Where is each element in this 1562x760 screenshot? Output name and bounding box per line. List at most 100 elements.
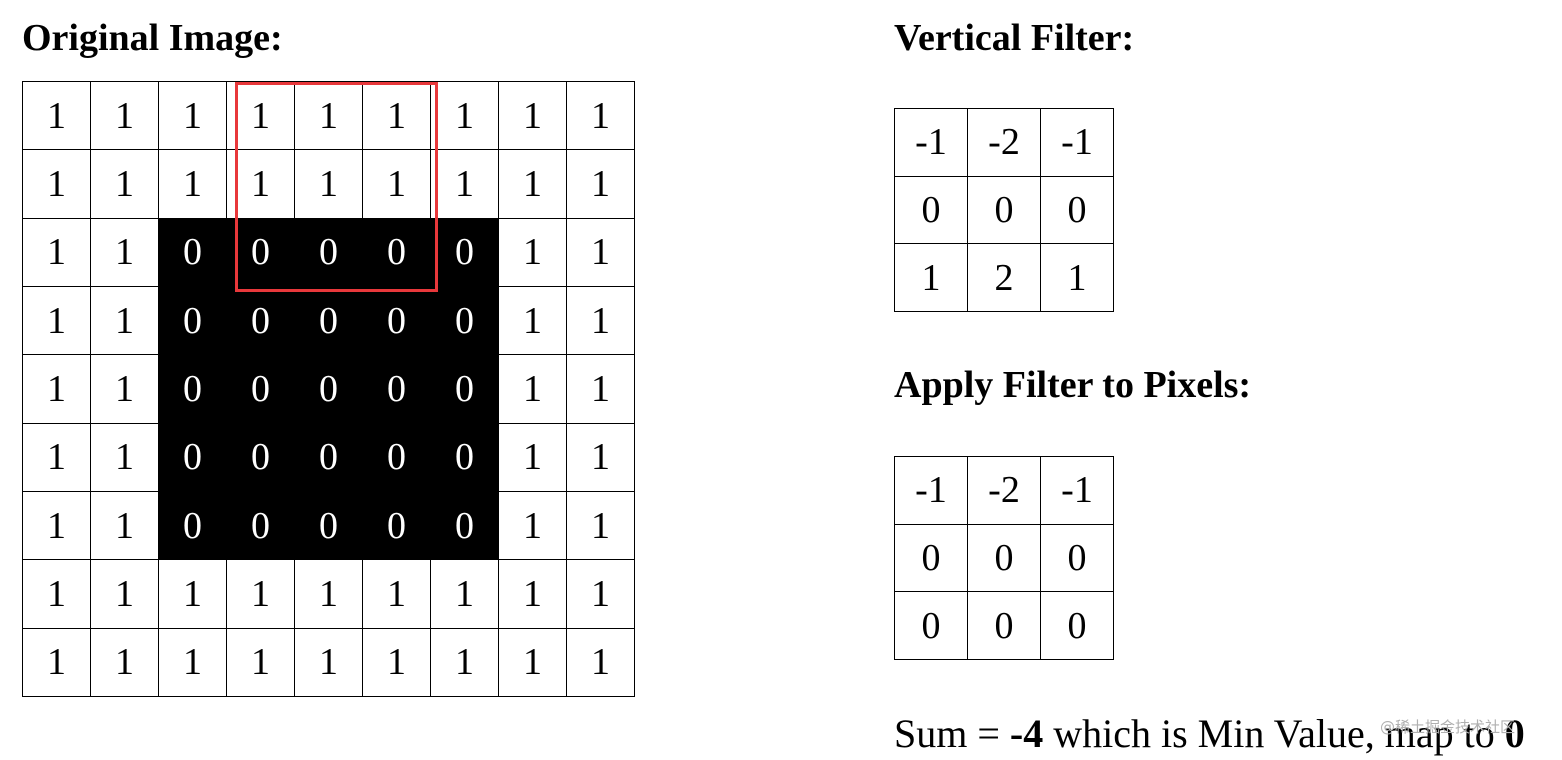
grid-cell: 1 (90, 490, 159, 561)
grid-cell: 1 (498, 354, 567, 424)
grid-cell: 1 (158, 80, 227, 151)
grid-row: -1-2-1 (894, 456, 1114, 525)
grid-cell: 1 (498, 490, 567, 561)
grid-cell: 1 (22, 80, 91, 151)
grid-cell: 1 (22, 217, 91, 287)
grid-cell: 1 (566, 559, 635, 629)
grid-cell: 1 (226, 149, 295, 219)
apply-filter-title: Apply Filter to Pixels: (894, 364, 1252, 406)
grid-cell: 0 (158, 490, 227, 561)
grid-cell: 1 (22, 422, 91, 492)
grid-cell: -1 (894, 456, 968, 525)
grid-cell: 1 (90, 422, 159, 492)
original-image-title: Original Image: (22, 17, 283, 59)
grid-cell: 0 (158, 285, 227, 356)
grid-cell: 0 (294, 217, 363, 287)
grid-cell: 1 (566, 354, 635, 424)
grid-cell: 1 (498, 285, 567, 356)
grid-cell: 1 (158, 559, 227, 629)
grid-cell: 0 (894, 591, 968, 660)
grid-cell: 0 (1040, 523, 1114, 593)
grid-cell: 0 (1040, 591, 1114, 660)
sum-middle: which is Min Value, map to (1043, 711, 1505, 756)
grid-cell: 1 (226, 627, 295, 698)
grid-cell: 2 (967, 243, 1041, 312)
grid-cell: 1 (430, 80, 499, 151)
grid-cell: 1 (498, 422, 567, 492)
grid-cell: -2 (967, 456, 1041, 525)
grid-cell: 1 (90, 80, 159, 151)
grid-cell: 1 (294, 627, 363, 698)
grid-cell: 1 (90, 285, 159, 356)
grid-cell: 1 (90, 217, 159, 287)
grid-cell: 0 (362, 217, 431, 287)
grid-cell: 1 (1040, 243, 1114, 312)
grid-cell: 0 (226, 285, 295, 356)
grid-cell: 1 (22, 285, 91, 356)
grid-cell: 0 (430, 490, 499, 561)
grid-cell: 1 (294, 559, 363, 629)
grid-cell: 1 (566, 627, 635, 698)
grid-cell: 0 (158, 217, 227, 287)
grid-cell: 1 (430, 559, 499, 629)
grid-cell: 0 (294, 490, 363, 561)
grid-cell: 1 (90, 559, 159, 629)
grid-cell: 0 (430, 422, 499, 492)
grid-cell: 0 (226, 422, 295, 492)
grid-cell: 1 (90, 149, 159, 219)
grid-cell: 0 (894, 523, 968, 593)
grid-cell: -1 (1040, 108, 1114, 177)
grid-cell: 1 (498, 80, 567, 151)
grid-cell: 1 (22, 149, 91, 219)
grid-cell: 1 (498, 149, 567, 219)
grid-cell: 0 (967, 523, 1041, 593)
grid-cell: 0 (430, 217, 499, 287)
grid-cell: 1 (498, 559, 567, 629)
mapped-value: 0 (1504, 711, 1525, 756)
grid-row: -1-2-1 (894, 108, 1114, 177)
sum-result: Sum = -4 which is Min Value, map to 0 (894, 712, 1525, 756)
grid-cell: 1 (566, 285, 635, 356)
grid-cell: -1 (1040, 456, 1114, 525)
grid-cell: 0 (226, 217, 295, 287)
grid-cell: 1 (158, 627, 227, 698)
grid-cell: 0 (158, 422, 227, 492)
grid-cell: 1 (22, 354, 91, 424)
grid-cell: 1 (430, 627, 499, 698)
grid-cell: -1 (894, 108, 968, 177)
grid-cell: 1 (226, 80, 295, 151)
grid-cell: 1 (566, 217, 635, 287)
grid-cell: 0 (362, 285, 431, 356)
grid-cell: 1 (22, 627, 91, 698)
grid-cell: 1 (498, 627, 567, 698)
grid-cell: 1 (566, 80, 635, 151)
grid-cell: 1 (566, 422, 635, 492)
grid-cell: 0 (894, 175, 968, 245)
grid-cell: 1 (226, 559, 295, 629)
grid-cell: 1 (158, 149, 227, 219)
grid-cell: 1 (566, 490, 635, 561)
grid-cell: 0 (362, 422, 431, 492)
grid-cell: 0 (294, 285, 363, 356)
grid-cell: 1 (90, 627, 159, 698)
grid-cell: 1 (90, 354, 159, 424)
grid-cell: 0 (294, 422, 363, 492)
grid-cell: 0 (158, 354, 227, 424)
grid-cell: 0 (967, 175, 1041, 245)
grid-cell: 0 (362, 490, 431, 561)
grid-cell: 0 (226, 354, 295, 424)
grid-cell: 0 (967, 591, 1041, 660)
grid-cell: 1 (430, 149, 499, 219)
